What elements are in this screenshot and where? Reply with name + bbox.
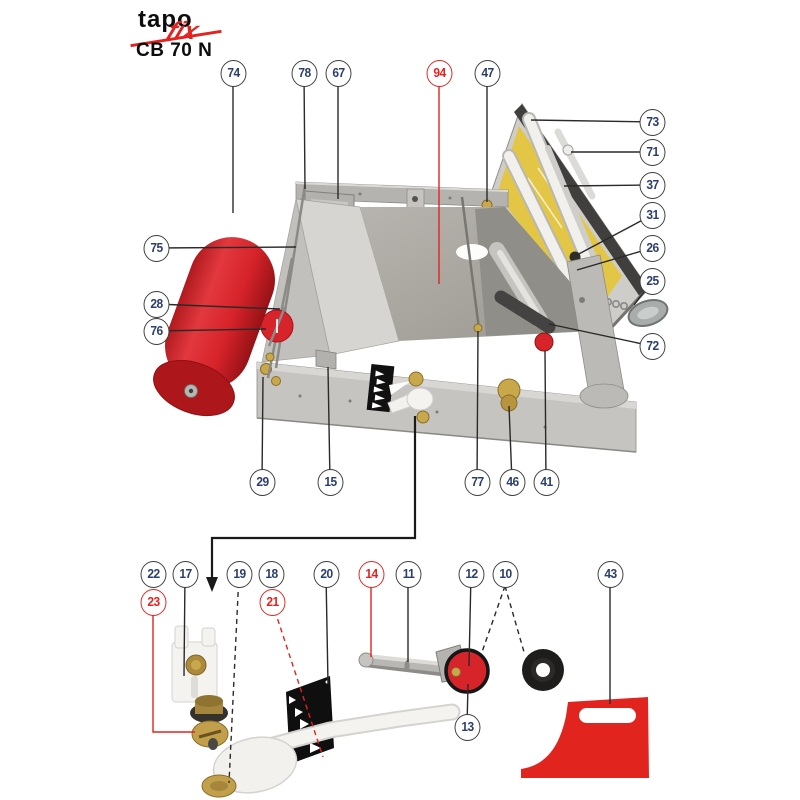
- leader-line-72: [548, 323, 653, 347]
- leader-line-21: [271, 601, 324, 758]
- brand-name-black: tapo: [138, 6, 193, 33]
- leader-line-76: [155, 328, 267, 332]
- leader-line-23: [152, 602, 195, 733]
- roller-end-disc: [534, 332, 554, 352]
- callout-20: 20: [313, 560, 339, 588]
- rubber-washer: [522, 649, 564, 691]
- callout-13: 13: [454, 713, 480, 741]
- model-number: CB 70 N: [136, 40, 213, 61]
- callout-14: 14: [358, 560, 384, 588]
- callout-11: 11: [395, 560, 421, 588]
- leader-line-19: [228, 573, 240, 784]
- rail-knob: [497, 378, 521, 412]
- leader-line-75: [155, 246, 297, 249]
- leader-line-31: [574, 214, 653, 257]
- lid-assembly: [489, 102, 650, 342]
- callout-21: 21: [259, 588, 285, 616]
- callout-67: 67: [325, 59, 351, 87]
- callout-22: 22: [140, 560, 166, 588]
- callout-12: 12: [458, 560, 484, 588]
- callout-18: 18: [258, 560, 284, 588]
- indicator-needle: [389, 381, 411, 395]
- bracket-slot: [579, 708, 636, 723]
- handle-grip: [358, 652, 374, 668]
- callout-28: 28: [143, 290, 169, 318]
- leader-lines: [152, 72, 653, 784]
- callout-15: 15: [317, 468, 343, 496]
- support-arm: [566, 254, 629, 409]
- leader-line-10: [481, 585, 506, 653]
- leader-line-41: [544, 350, 547, 483]
- leader-line-20: [325, 573, 329, 685]
- callout-19: 19: [226, 560, 252, 588]
- leader-line-28: [155, 303, 281, 310]
- leader-line-12: [468, 573, 472, 667]
- callout-77: 77: [464, 468, 490, 496]
- bracket-holder: [171, 625, 218, 703]
- callout-10: 10: [492, 560, 518, 588]
- crank-body: [201, 703, 461, 798]
- flow-arrow: [206, 416, 417, 592]
- callout-25: 25: [639, 267, 665, 295]
- hinge-roller: [489, 242, 556, 352]
- paste-roller: [153, 237, 275, 417]
- callout-73: 73: [639, 108, 665, 136]
- leader-line-37: [563, 184, 653, 187]
- callout-47: 47: [474, 59, 500, 87]
- front-rail: [256, 349, 637, 453]
- callout-76: 76: [143, 317, 169, 345]
- end-cap-oval: [627, 299, 669, 327]
- gauge-rod: [460, 196, 481, 330]
- callout-29: 29: [249, 468, 275, 496]
- corner-screw-2: [271, 376, 281, 386]
- callout-37: 37: [639, 171, 665, 199]
- crank-disc: [444, 648, 490, 694]
- rail-scale-label: [366, 363, 395, 413]
- callout-43: 43: [597, 560, 623, 588]
- adjuster-knob: [190, 695, 229, 748]
- callout-75: 75: [143, 234, 169, 262]
- chain-and-cap: [595, 295, 669, 327]
- callout-23: 23: [140, 588, 166, 616]
- leader-line-10: [504, 585, 525, 653]
- drain-hole: [456, 244, 488, 260]
- brand-logo: tapo fix CB 70 N: [130, 6, 268, 66]
- callout-17: 17: [172, 560, 198, 588]
- leader-line-78: [303, 72, 306, 190]
- rim-latch: [315, 349, 337, 370]
- leader-line-73: [530, 119, 653, 123]
- rail-crank: [387, 371, 434, 424]
- callout-74: 74: [220, 59, 246, 87]
- callout-46: 46: [499, 468, 525, 496]
- callout-94: 94: [426, 59, 452, 87]
- leader-line-29: [261, 376, 264, 483]
- callout-71: 71: [639, 138, 665, 166]
- leader-line-17: [183, 573, 186, 677]
- callout-72: 72: [639, 332, 665, 360]
- callout-41: 41: [533, 468, 559, 496]
- leader-line-77: [476, 330, 479, 483]
- leader-line-15: [327, 366, 331, 483]
- lid-roller-lower: [502, 149, 588, 310]
- callout-78: 78: [291, 59, 317, 87]
- callout-26: 26: [639, 234, 665, 262]
- callout-31: 31: [639, 201, 665, 229]
